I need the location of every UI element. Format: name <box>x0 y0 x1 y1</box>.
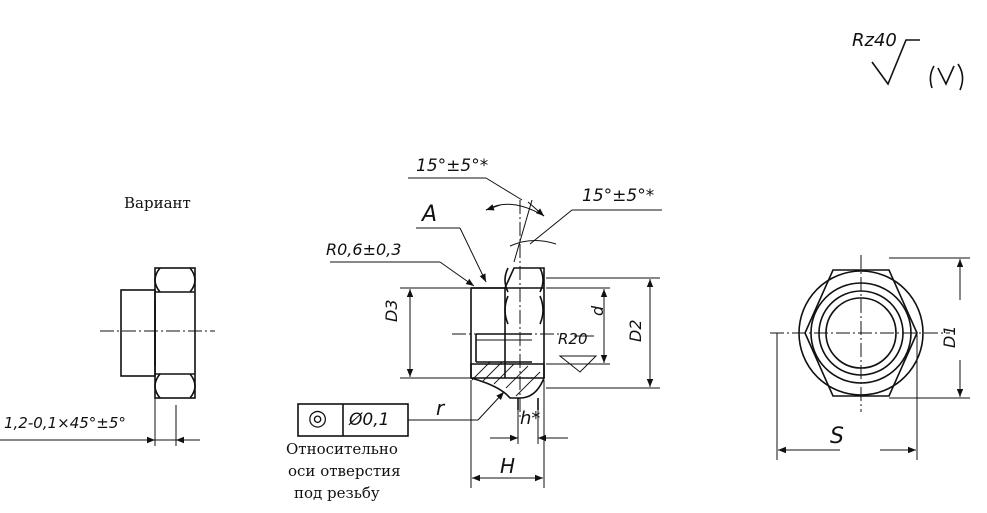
tolerance-value: Ø0,1 <box>349 410 390 430</box>
hex-view <box>770 255 970 460</box>
d-dimension: d <box>588 305 607 316</box>
angle-top-dimension: 15°±5°* <box>416 156 489 176</box>
variant-label: Вариант <box>124 194 191 212</box>
note-line-2: оси отверстия <box>288 462 401 480</box>
chamfer-dimension: 1,2-0,1×45°±5° <box>4 414 126 432</box>
roughness-value: Rz40 <box>852 30 897 51</box>
d1-dimension: D1 <box>940 325 959 349</box>
r-dimension: r <box>436 396 445 420</box>
d3-dimension: D3 <box>382 299 401 323</box>
section-view <box>297 177 662 488</box>
note-line-3: под резьбу <box>294 484 380 502</box>
variant-view <box>0 267 215 446</box>
angle-right-dimension: 15°±5°* <box>582 186 655 206</box>
H-dimension: H <box>500 454 516 478</box>
fillet-radius-dimension: R0,6±0,3 <box>326 240 402 259</box>
note-line-1: Относительно <box>286 440 398 458</box>
d2-dimension: D2 <box>626 319 645 343</box>
r20-dimension: R20 <box>558 330 588 348</box>
s-dimension: S <box>830 424 844 449</box>
h-dimension: h* <box>520 408 541 429</box>
view-label-a: A <box>422 202 438 227</box>
roughness-symbol <box>871 39 964 91</box>
concentricity-symbol: ◎ <box>308 406 328 431</box>
roughness-bracket: (√) <box>928 52 929 53</box>
